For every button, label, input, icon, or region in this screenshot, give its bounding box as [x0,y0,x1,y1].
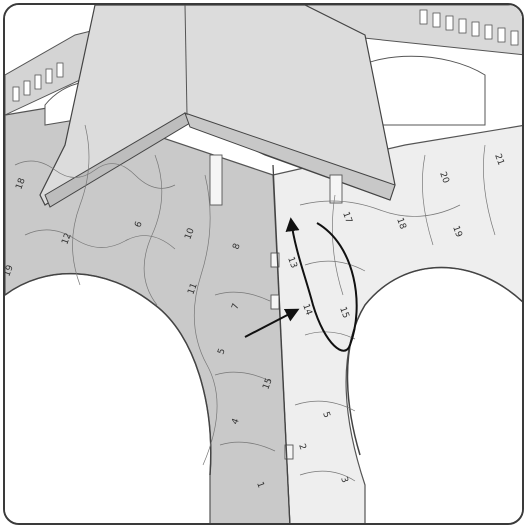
puzzle-illustration: 18 19 12 6 10 8 11 7 5 15 4 21 20 17 18 … [5,5,524,525]
illustration-frame: 18 19 12 6 10 8 11 7 5 15 4 21 20 17 18 … [3,3,524,525]
